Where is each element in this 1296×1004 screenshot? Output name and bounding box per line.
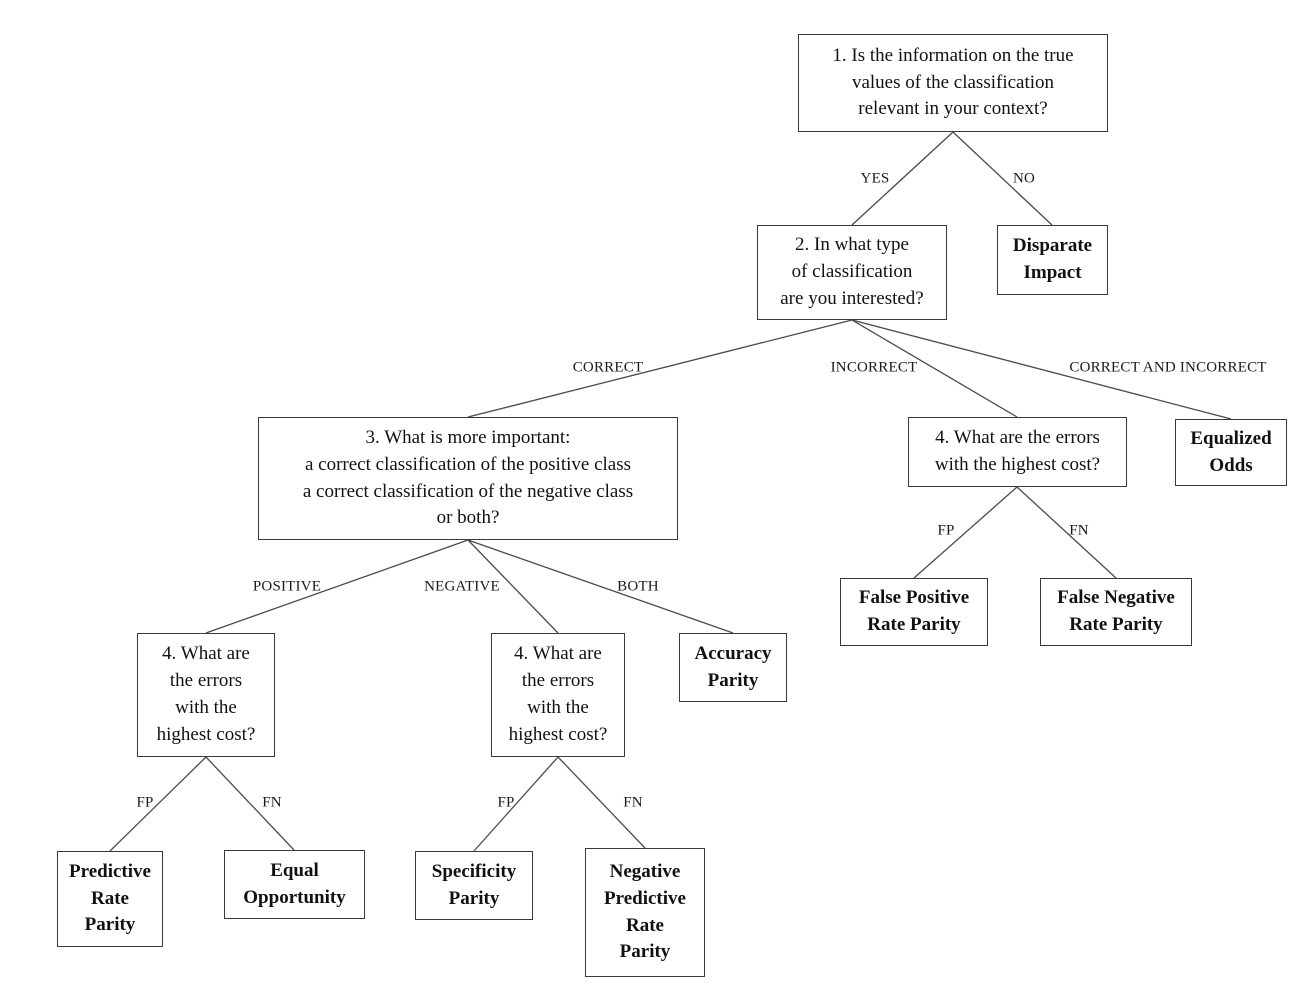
branch-label-correct: CORRECT [572,359,644,376]
node-question-3: 3. What is more important: a correct cla… [258,417,678,540]
edge-q2-incorrect-q4-right [851,319,1018,418]
branch-label-fn-right: FN [1069,522,1089,539]
node-question-4-mid: 4. What are the errors with the highest … [491,633,625,757]
node-false-negative-rate-parity: False Negative Rate Parity [1040,578,1192,646]
edge-q2-correct-and-incorrect-equalized-odds [851,319,1232,420]
branch-label-both: BOTH [617,578,659,595]
branch-label-fn-left: FN [262,794,282,811]
branch-label-no: NO [1012,170,1036,187]
edge-q1-no-disparate-impact [952,131,1053,226]
node-specificity-parity: Specificity Parity [415,851,533,920]
node-question-2: 2. In what type of classification are yo… [757,225,947,320]
edge-q3-positive-q4-left [205,539,469,634]
branch-label-fp-mid: FP [497,794,515,811]
node-accuracy-parity: Accuracy Parity [679,633,787,702]
node-negative-predictive-rate-parity: Negative Predictive Rate Parity [585,848,705,977]
edge-q4-left-fp-predictive-rate-parity [109,756,207,852]
edge-q4-mid-fp-specificity-parity [473,756,559,852]
branch-label-negative: NEGATIVE [424,578,500,595]
branch-label-fp-right: FP [937,522,955,539]
node-disparate-impact: Disparate Impact [997,225,1108,295]
branch-label-fn-mid: FN [623,794,643,811]
node-question-1: 1. Is the information on the true values… [798,34,1108,132]
node-predictive-rate-parity: Predictive Rate Parity [57,851,163,947]
node-question-4-right: 4. What are the errors with the highest … [908,417,1127,487]
edge-q2-correct-q3 [467,319,853,418]
edge-q4-right-fn-false-negative-rate-parity [1016,486,1117,579]
edge-q4-left-fn-equal-opportunity [205,756,295,851]
branch-label-positive: POSITIVE [252,578,322,595]
edge-q3-negative-q4-mid [467,539,559,634]
branch-label-fp-left: FP [136,794,154,811]
node-equal-opportunity: Equal Opportunity [224,850,365,919]
branch-label-correct-and-incorrect: CORRECT AND INCORRECT [1069,359,1267,376]
branch-label-incorrect: INCORRECT [830,359,918,376]
node-question-4-left: 4. What are the errors with the highest … [137,633,275,757]
edge-q4-right-fp-false-positive-rate-parity [913,486,1018,579]
edge-q4-mid-fn-negative-predictive-rate-parity [557,756,646,849]
edge-q3-both-accuracy-parity [467,539,734,634]
node-equalized-odds: Equalized Odds [1175,419,1287,486]
branch-label-yes: YES [860,170,890,187]
node-false-positive-rate-parity: False Positive Rate Parity [840,578,988,646]
edge-q1-yes-q2 [851,131,954,226]
